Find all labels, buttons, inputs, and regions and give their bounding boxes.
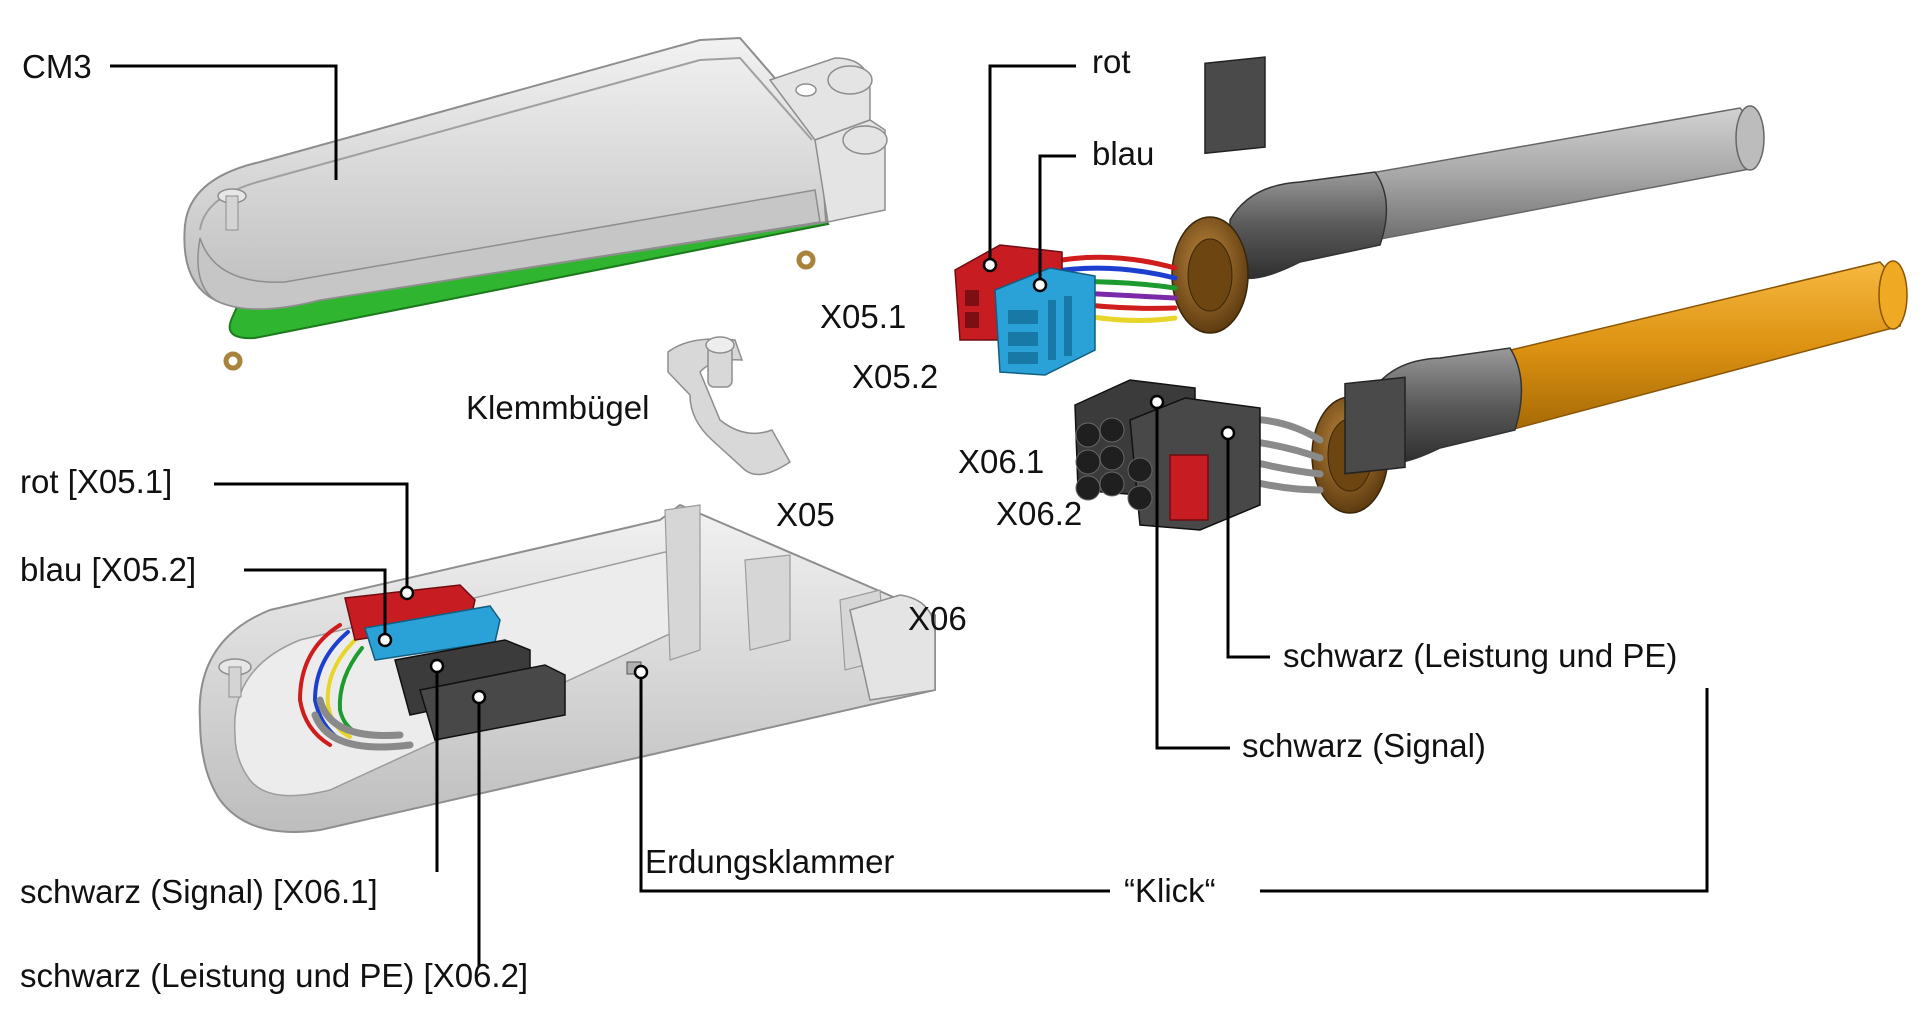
label-erdungsklammer: Erdungsklammer xyxy=(645,843,895,880)
label-blau: blau xyxy=(1092,135,1155,172)
lower-housing xyxy=(198,503,936,833)
label-klick: “Klick“ xyxy=(1124,872,1216,909)
label-x06: X06 xyxy=(908,600,967,637)
clamp-bracket xyxy=(667,336,791,476)
leader-lines xyxy=(110,64,1709,966)
label-x06-2: X06.2 xyxy=(996,495,1083,532)
x05-cable-assembly xyxy=(954,56,1765,376)
label-schwarz-leistung-pe: schwarz (Leistung und PE) xyxy=(1283,637,1678,674)
label-rot-x05-1: rot [X05.1] xyxy=(20,463,173,500)
leader-dots xyxy=(377,257,1236,705)
label-x05: X05 xyxy=(776,496,835,533)
label-cm3: CM3 xyxy=(22,48,92,85)
x06-cable-assembly xyxy=(1074,260,1908,531)
label-schwarz-leistung-pe-x06-2: schwarz (Leistung und PE) [X06.2] xyxy=(20,957,529,994)
label-x05-2: X05.2 xyxy=(852,358,939,395)
label-blau-x05-2: blau [X05.2] xyxy=(20,551,197,588)
label-x05-1: X05.1 xyxy=(820,298,907,335)
label-rot: rot xyxy=(1092,43,1131,80)
label-schwarz-signal-x06-1: schwarz (Signal) [X06.1] xyxy=(20,873,378,910)
label-schwarz-signal: schwarz (Signal) xyxy=(1242,727,1486,764)
label-x06-1: X06.1 xyxy=(958,443,1045,480)
label-klemmbuegel: Klemmbügel xyxy=(466,389,650,426)
cm3-cover xyxy=(183,36,888,371)
